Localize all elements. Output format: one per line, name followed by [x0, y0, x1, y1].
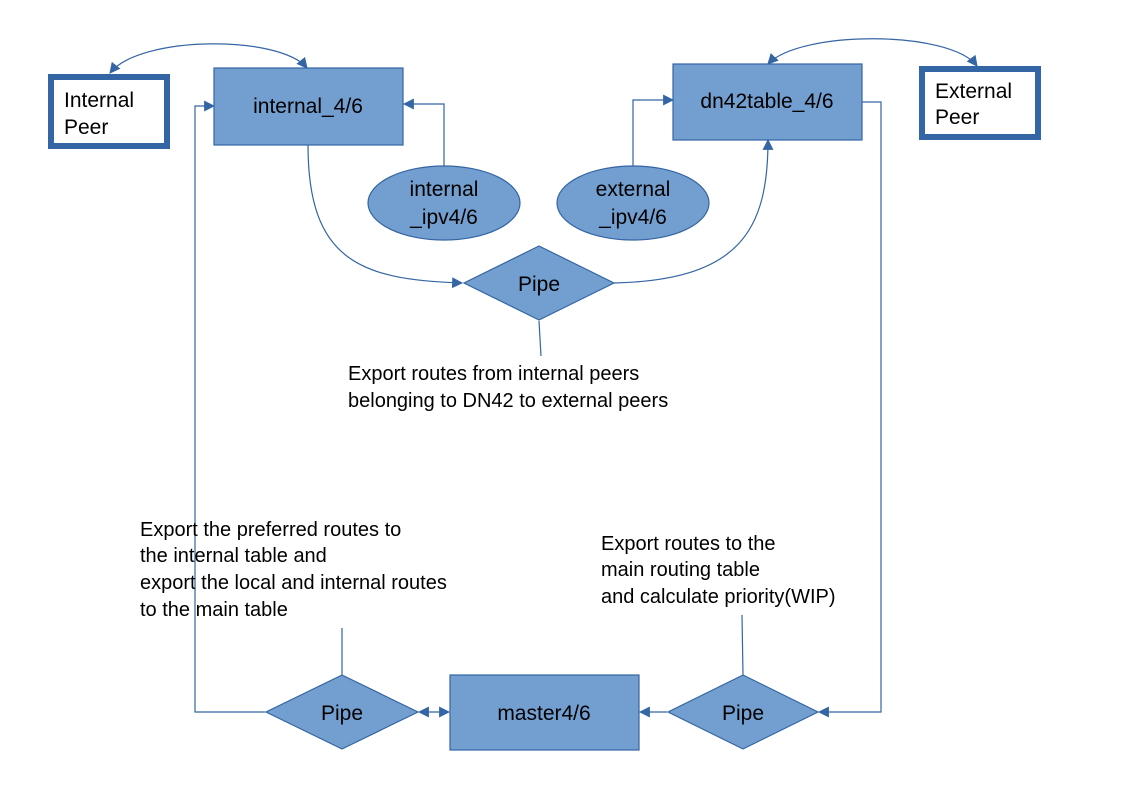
annotation-left-line3: export the local and internal routes	[140, 572, 447, 594]
external-ipv-label-line2: _ipv4/6	[598, 206, 667, 229]
annotation-top: Export routes from internal peers belong…	[348, 363, 668, 412]
annotation-right-line2: main routing table	[601, 559, 760, 581]
annotation-top-line1: Export routes from internal peers	[348, 363, 639, 385]
pipe-left-label: Pipe	[321, 702, 363, 725]
edge-pipe-left-to-internal-table	[194, 100, 265, 713]
internal-peer-label-line2: Peer	[64, 116, 108, 139]
external-ipv-label-line1: external	[596, 178, 671, 201]
master-label: master4/6	[497, 702, 590, 725]
external-peer-node: External Peer	[919, 66, 1041, 140]
dn42-table-label: dn42table_4/6	[700, 90, 833, 113]
external-ipv-node: external _ipv4/6	[556, 165, 710, 241]
internal-ipv-label-line1: internal	[410, 178, 479, 201]
edge-internal-peer-table	[109, 43, 308, 74]
master-node: master4/6	[449, 674, 640, 751]
internal-peer-node: Internal Peer	[48, 74, 170, 149]
annotation-right-line3: and calculate priority(WIP)	[601, 586, 836, 608]
annotation-left: Export the preferred routes to the inter…	[140, 519, 447, 621]
internal-peer-label-line1: Internal	[64, 89, 134, 112]
edge-dn42-table-to-pipe-right	[817, 101, 882, 718]
annotation-right: Export routes to the main routing table …	[601, 533, 836, 608]
pipe-top-node: Pipe	[462, 245, 616, 321]
annotation-left-line2: the internal table and	[140, 545, 327, 567]
connectors	[109, 38, 978, 718]
annotation-left-line4: to the main table	[140, 599, 288, 621]
internal-ipv-label-line2: _ipv4/6	[409, 206, 478, 229]
edge-pipe-top-annotation	[538, 320, 542, 357]
pipe-right-node: Pipe	[666, 674, 820, 750]
external-peer-label-line2: Peer	[935, 106, 979, 129]
edge-pipe-to-dn42-table	[613, 138, 774, 284]
edge-pipe-right-annotation	[741, 614, 744, 676]
external-peer-label-line1: External	[935, 80, 1012, 103]
internal-table-label: internal_4/6	[253, 95, 363, 118]
internal-ipv-node: internal _ipv4/6	[367, 165, 521, 241]
edge-dn42-external-peer	[767, 38, 978, 67]
annotation-top-line2: belonging to DN42 to external peers	[348, 390, 668, 412]
edge-internal-ipv-to-internal-table	[402, 98, 445, 168]
pipe-left-node: Pipe	[264, 674, 420, 750]
annotation-left-line1: Export the preferred routes to	[140, 519, 401, 541]
edge-external-ipv-to-dn42-table	[632, 94, 675, 168]
pipe-top-label: Pipe	[518, 273, 560, 296]
pipe-right-label: Pipe	[722, 702, 764, 725]
internal-table-node: internal_4/6	[213, 67, 404, 146]
annotation-right-line1: Export routes to the	[601, 533, 776, 555]
edge-internal-table-to-pipe	[307, 144, 464, 289]
dn42-table-node: dn42table_4/6	[672, 63, 863, 141]
